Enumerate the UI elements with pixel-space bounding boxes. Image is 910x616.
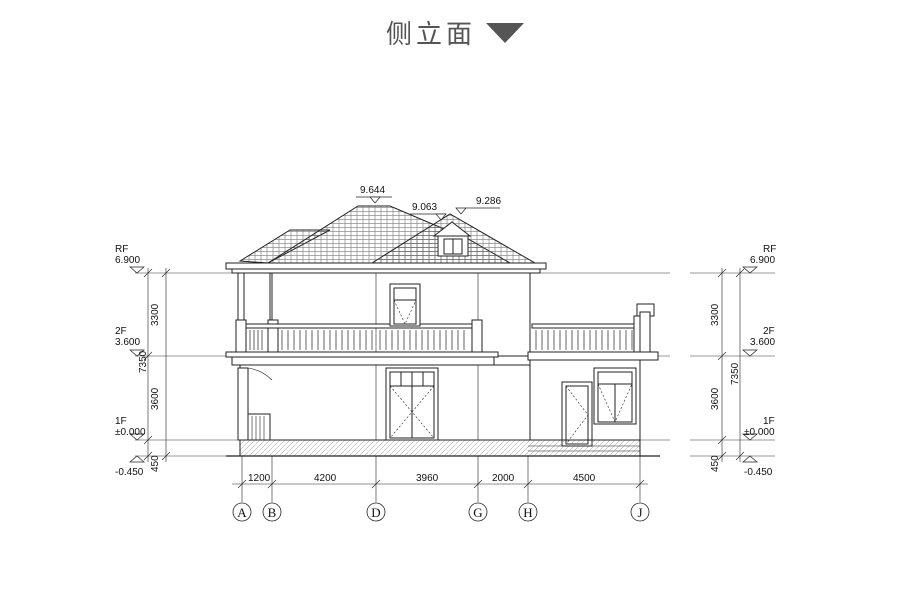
dormer-right-level-label: 9.286 [476, 196, 501, 207]
right-level-1f-name: 1F [763, 416, 775, 427]
dim-h-j: 4500 [573, 473, 596, 484]
upper-balcony [225, 303, 659, 366]
axis-label-j: J [637, 505, 642, 520]
right-dim-total: 7350 [730, 362, 741, 385]
ridge-level-label: 9.644 [360, 185, 385, 196]
dim-d-g: 3960 [416, 473, 439, 484]
page-title: 侧立面 [385, 20, 476, 50]
right-level-2f-value: 3.600 [750, 337, 775, 348]
left-level-rf-name: RF [115, 244, 128, 255]
right-level-2f-name: 2F [763, 326, 775, 337]
left-level-ground-value: -0.450 [115, 467, 144, 478]
axis-label-g: G [473, 505, 482, 520]
dim-b-d: 4200 [314, 473, 337, 484]
openings [247, 283, 637, 447]
right-dim-base: 450 [710, 455, 721, 472]
axis-label-b: B [268, 505, 277, 520]
left-level-2f-name: 2F [115, 326, 127, 337]
left-level-2f-value: 3.600 [115, 337, 140, 348]
axis-label-d: D [371, 505, 380, 520]
left-level-1f-name: 1F [115, 416, 127, 427]
dormer-left-level-label: 9.063 [412, 202, 437, 213]
right-level-rf-name: RF [763, 244, 776, 255]
right-dim-upper: 3300 [710, 303, 721, 326]
roof-level-markers [356, 196, 500, 221]
dim-g-h: 2000 [492, 473, 515, 484]
axis-label-a: A [237, 505, 247, 520]
right-level-rf-value: 6.900 [750, 255, 775, 266]
vertical-dimension-lines [143, 268, 745, 462]
left-level-rf-value: 6.900 [115, 255, 140, 266]
roof [225, 205, 547, 274]
right-level-markers [742, 266, 758, 463]
axis-label-h: H [523, 505, 532, 520]
dim-a-b: 1200 [248, 473, 271, 484]
base [226, 439, 660, 457]
left-dim-base: 450 [150, 455, 161, 472]
left-dim-total: 7350 [138, 350, 149, 373]
left-level-1f-value: ±0.000 [115, 427, 146, 438]
right-level-ground-value: -0.450 [744, 467, 773, 478]
axis-bubbles [232, 502, 650, 522]
left-dim-lower: 3600 [150, 387, 161, 410]
right-dim-lower: 3600 [710, 387, 721, 410]
title-bar: 侧立面 [0, 14, 910, 51]
left-level-markers [129, 266, 145, 463]
right-level-1f-value: ±0.000 [744, 427, 775, 438]
left-dim-upper: 3300 [150, 303, 161, 326]
horizontal-dimension-line [232, 456, 648, 502]
triangle-down-icon [486, 22, 524, 43]
